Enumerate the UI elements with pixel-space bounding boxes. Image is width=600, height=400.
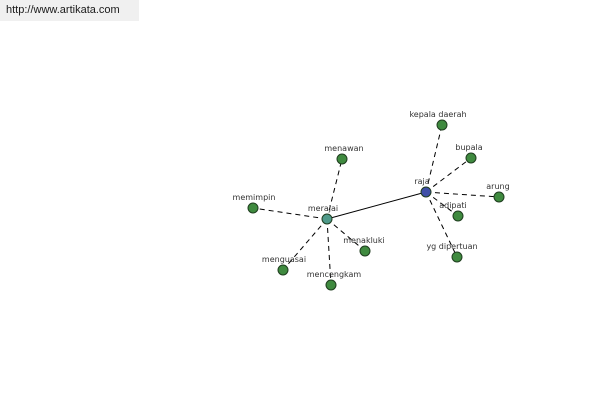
edge-raja-arung — [425, 191, 500, 198]
node-label-menawan[interactable]: menawan — [324, 144, 363, 153]
node-label-kepala-daerah[interactable]: kepala daerah — [409, 110, 466, 119]
node-menawan[interactable] — [336, 153, 348, 165]
edge-raja-kepala-daerah — [425, 124, 443, 193]
graph-nodes — [247, 119, 505, 291]
node-label-arung[interactable]: arung — [486, 182, 509, 191]
edge-merajai-mencengkam — [326, 218, 332, 286]
node-label-bupala[interactable]: bupala — [455, 143, 482, 152]
node-label-yg-dipertuan[interactable]: yg dipertuan — [426, 242, 477, 251]
node-bupala[interactable] — [465, 152, 477, 164]
node-kepala-daerah[interactable] — [436, 119, 448, 131]
edge-raja-adipati — [425, 191, 459, 217]
node-yg-dipertuan[interactable] — [451, 251, 463, 263]
edge-merajai-menakluki — [326, 218, 366, 252]
node-label-raja[interactable]: raja — [414, 177, 429, 186]
edge-raja-bupala — [425, 157, 472, 193]
node-label-menakluki[interactable]: menakluki — [343, 236, 384, 245]
node-mencengkam[interactable] — [325, 279, 337, 291]
edge-raja-yg-dipertuan — [425, 191, 458, 258]
edge-merajai-raja — [326, 191, 427, 220]
node-memimpin[interactable] — [247, 202, 259, 214]
node-menakluki[interactable] — [359, 245, 371, 257]
edge-merajai-memimpin — [252, 207, 328, 220]
edge-merajai-menawan — [326, 158, 343, 220]
node-label-adipati[interactable]: adipati — [439, 201, 467, 210]
node-arung[interactable] — [493, 191, 505, 203]
node-label-menguasai[interactable]: menguasai — [262, 255, 306, 264]
node-menguasai[interactable] — [277, 264, 289, 276]
node-label-memimpin[interactable]: memimpin — [233, 193, 276, 202]
graph-edges — [252, 124, 500, 286]
node-merajai[interactable] — [321, 213, 333, 225]
graph-labels: merajai raja menawan memimpin menguasaimence… — [233, 110, 510, 279]
node-label-merajai[interactable]: merajai — [308, 204, 338, 213]
node-adipati[interactable] — [452, 210, 464, 222]
edge-merajai-menguasai — [282, 218, 328, 271]
node-label-mencengkam[interactable]: mencengkam — [307, 270, 362, 279]
node-raja[interactable] — [420, 186, 432, 198]
source-url[interactable]: http://www.artikata.com — [0, 0, 139, 21]
